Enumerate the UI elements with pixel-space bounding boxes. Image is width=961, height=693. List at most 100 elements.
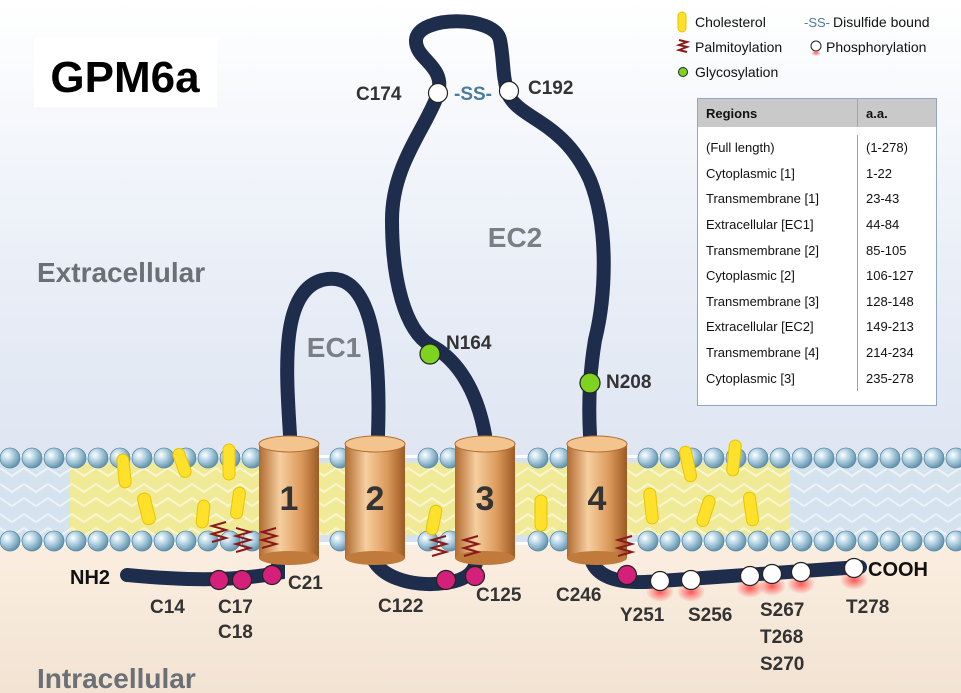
legend-disulfide: Disulfide bound — [833, 14, 930, 30]
lipid-head — [197, 447, 219, 469]
lipid-head — [945, 530, 961, 552]
palmitoyl-site-c17 — [231, 569, 253, 591]
chain-ec2-loop — [385, 14, 611, 442]
c21-label: C21 — [288, 573, 323, 594]
lipid-head — [901, 530, 923, 552]
cysteine-c192 — [498, 80, 520, 102]
c192-label: C192 — [528, 78, 573, 99]
table-row: Transmembrane [1]23-43 — [698, 186, 936, 212]
lipid-head — [923, 447, 945, 469]
lipid-head — [747, 530, 769, 552]
lipid-head — [175, 530, 197, 552]
lipid-head — [835, 530, 857, 552]
helix-2: 2 — [344, 435, 406, 565]
cholesterol-icon — [677, 11, 687, 33]
lipid-head — [945, 447, 961, 469]
lipid-head — [87, 447, 109, 469]
lipid-head — [769, 530, 791, 552]
lipid-head — [153, 530, 175, 552]
c18-label: C18 — [218, 622, 253, 643]
lipid-head — [21, 530, 43, 552]
lipid-head — [857, 447, 879, 469]
helix-1-label: 1 — [280, 480, 299, 518]
palmitoyl-chains — [208, 521, 636, 557]
region-cell: Cytoplasmic [2] — [698, 262, 858, 289]
intracellular-label: Intracellular — [37, 663, 196, 693]
palmitoyl-site-c246 — [616, 564, 638, 586]
c246-label: C246 — [556, 585, 601, 606]
lipid-head — [109, 530, 131, 552]
lipid-head — [43, 447, 65, 469]
lipid-head — [835, 447, 857, 469]
aa-range-cell: (1-278) — [866, 140, 908, 156]
lipid-head — [43, 530, 65, 552]
aa-range-cell: 85-105 — [866, 242, 907, 258]
lipid-head — [153, 447, 175, 469]
table-row: Cytoplasmic [2] 106-127 — [698, 262, 936, 289]
lipid-head — [219, 530, 241, 552]
palmitoylation-icon — [675, 39, 691, 53]
table-row: (Full length) (1-278) — [698, 135, 936, 161]
helix-1: 1 — [258, 435, 320, 565]
palmitoyl-site-c125 — [464, 565, 486, 587]
c17-label: C17 — [218, 597, 253, 618]
disulfide-label: -SS- — [454, 84, 492, 105]
lipid-head — [527, 447, 549, 469]
lipid-head — [791, 530, 813, 552]
glycosylation-icon — [678, 67, 688, 77]
lipid-head — [923, 530, 945, 552]
lipid-head — [879, 530, 901, 552]
phospho-site-s256 — [680, 569, 702, 591]
s267-label: S267 — [760, 600, 804, 621]
lipid-head — [21, 447, 43, 469]
phospho-site-t278 — [843, 557, 865, 579]
ec2-label: EC2 — [488, 222, 542, 253]
table-header: Regions a.a. — [698, 99, 936, 127]
region-cell: Extracellular [EC1] — [698, 211, 858, 238]
n208-label: N208 — [606, 372, 651, 393]
legend-cholesterol: Cholesterol — [695, 14, 766, 30]
n164-label: N164 — [446, 333, 492, 354]
lipid-head — [527, 530, 549, 552]
region-cell: (Full length) — [698, 135, 858, 161]
helix-2-label: 2 — [366, 480, 385, 518]
cholesterol-molecules — [116, 439, 760, 536]
aa-range-cell: 44-84 — [866, 217, 900, 233]
helix-3-label: 3 — [476, 480, 495, 518]
residue-markers — [208, 80, 865, 592]
palmitoyl-site-c122 — [435, 569, 457, 591]
lipid-head — [417, 447, 439, 469]
c125-label: C125 — [476, 585, 522, 606]
table-row: Cytoplasmic [1] 1-22 — [698, 160, 936, 187]
ec1-label: EC1 — [307, 332, 361, 363]
s256-label: S256 — [688, 605, 732, 626]
helix-4: 4 — [566, 435, 628, 565]
lipid-head — [131, 530, 153, 552]
aa-range-cell: 235-278 — [866, 370, 914, 386]
phospho-site-s270 — [790, 561, 812, 583]
c-terminus-label: COOH — [868, 559, 928, 581]
lipid-head — [901, 447, 923, 469]
region-cell: Transmembrane [3] — [698, 288, 858, 315]
lipid-head — [87, 530, 109, 552]
legend-glycosylation: Glycosylation — [695, 64, 778, 80]
legend-phosphorylation: Phosphorylation — [826, 39, 926, 55]
lipid-head — [791, 447, 813, 469]
aa-range-cell: 1-22 — [866, 165, 893, 181]
c122-label: C122 — [378, 596, 423, 617]
legend-disulfide-symbol: -SS- — [804, 15, 830, 30]
aa-range-cell: 106-127 — [866, 268, 914, 284]
lipid-head — [879, 447, 901, 469]
helix-3: 3 — [454, 435, 516, 565]
figure-title: GPM6a — [50, 53, 200, 102]
glyco-site-n164 — [419, 343, 441, 365]
region-cell: Cytoplasmic [1] — [698, 160, 858, 187]
t278-label: T278 — [846, 597, 889, 618]
phospho-site-t268 — [761, 563, 783, 585]
lipid-head — [0, 447, 21, 469]
lipid-head — [637, 447, 659, 469]
phospho-site-y251 — [649, 570, 671, 592]
